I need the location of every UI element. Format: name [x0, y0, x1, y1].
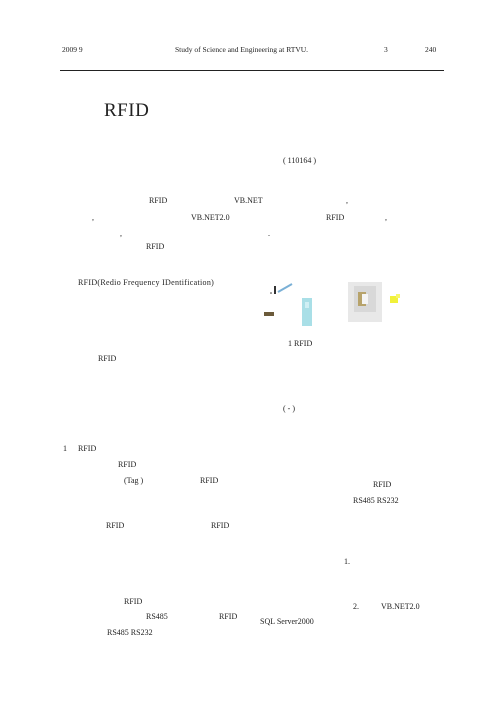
- list-item-2-number: 2.: [353, 602, 359, 611]
- abstract-text: ,: [385, 213, 387, 222]
- card-icon: [264, 312, 274, 316]
- page-title: RFID: [104, 100, 150, 121]
- section-text: RFID: [118, 460, 137, 469]
- reader-icon: [302, 298, 312, 326]
- header-issue: 3: [384, 45, 388, 54]
- yellow-tag-icon: [390, 296, 398, 303]
- abstract-text: .: [268, 229, 270, 238]
- section-text: RS485: [146, 612, 168, 621]
- abstract-text: ,: [346, 196, 348, 205]
- keywords: RFID: [146, 242, 165, 251]
- rfid-device-figure: [264, 282, 400, 326]
- intro-rfid: RFID: [98, 354, 117, 363]
- section-text: RFID: [211, 521, 230, 530]
- abstract-text: RFID: [326, 213, 345, 222]
- section-text: RFID: [200, 476, 219, 485]
- header-year-month: 2009 9: [62, 45, 83, 54]
- right-col-text: SQL Server2000: [260, 617, 314, 626]
- figure-note: ( - ): [283, 404, 295, 413]
- abstract-text: RFID: [149, 196, 168, 205]
- section-text: RS485 RS232: [107, 628, 153, 637]
- list-item-2: VB.NET2.0: [381, 602, 420, 611]
- header-rule: [60, 70, 444, 71]
- section-heading: RFID: [78, 444, 97, 453]
- abstract-text: VB.NET: [234, 196, 263, 205]
- right-col-text: RFID: [373, 480, 392, 489]
- right-col-text: RS485 RS232: [353, 496, 399, 505]
- section-text: RFID: [124, 597, 143, 606]
- antenna-icon: [277, 283, 293, 293]
- intro-term: RFID(Redio Frequency IDentification): [78, 278, 215, 287]
- abstract-text: ,: [92, 213, 94, 222]
- section-number: 1: [63, 444, 67, 453]
- list-item-1: 1.: [344, 557, 350, 566]
- section-text: RFID: [106, 521, 125, 530]
- header-total: 240: [425, 45, 437, 54]
- figure-caption: 1 RFID: [288, 339, 313, 348]
- abstract-text: VB.NET2.0: [191, 213, 230, 222]
- section-text: (Tag ): [124, 476, 144, 485]
- section-text: RFID: [219, 612, 238, 621]
- abstract-text: ,: [120, 229, 122, 238]
- affiliation: ( 110164 ): [283, 156, 317, 165]
- header-journal: Study of Science and Engineering at RTVU…: [175, 45, 309, 54]
